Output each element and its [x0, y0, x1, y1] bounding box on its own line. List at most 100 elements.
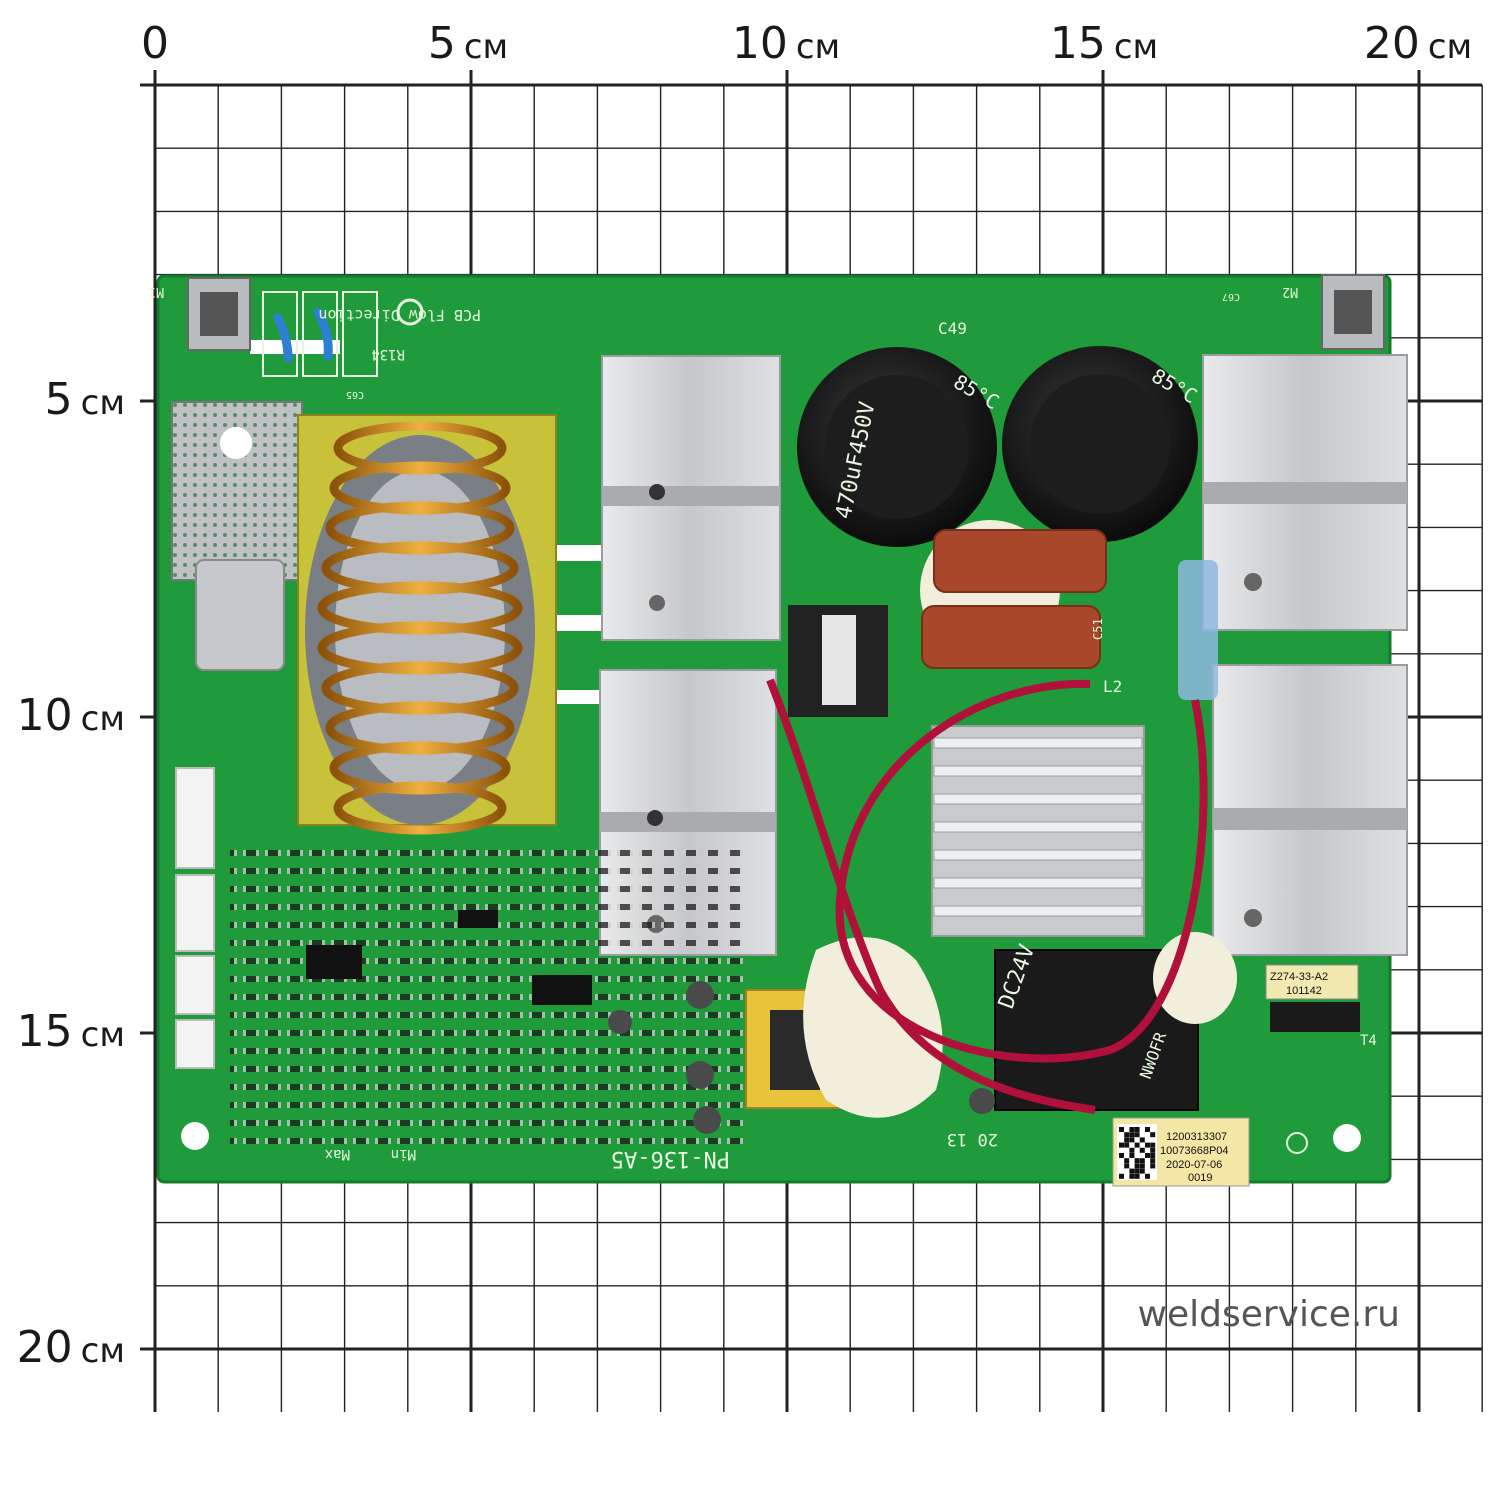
via-ring [396, 298, 424, 326]
small-capacitor [969, 1088, 995, 1114]
heatsink-center-finned [931, 725, 1145, 937]
qr-module [1150, 1153, 1156, 1158]
ic-chip [306, 945, 362, 979]
film-capacitor [933, 529, 1107, 593]
pcb-c67-label: C67 [1222, 291, 1240, 302]
smd-component-field [230, 840, 745, 1150]
ground-terminal-hole [220, 427, 252, 459]
electrolytic-cap-left: 470uF450V 85°C [797, 347, 1003, 547]
ceramic-cap-blue [313, 307, 333, 361]
qr-module [1150, 1142, 1156, 1148]
film-capacitor [921, 605, 1101, 669]
heatsink-fin [933, 877, 1143, 889]
mounting-hole [181, 1122, 209, 1150]
heatsink-fin [933, 765, 1143, 777]
qr-module [1139, 1137, 1145, 1143]
qr-module [1134, 1168, 1140, 1174]
winding-turn [333, 781, 507, 835]
qr-module [1134, 1163, 1140, 1169]
spade-terminal-m1-slot [200, 292, 238, 336]
connector-con1 [175, 955, 215, 1015]
qr-module [1145, 1127, 1150, 1132]
qr-module [1139, 1168, 1145, 1174]
qr-module [1124, 1132, 1130, 1138]
ic-chip [532, 975, 592, 1005]
board-slot [540, 615, 610, 631]
qr-module [1119, 1173, 1124, 1179]
qr-module [1124, 1158, 1130, 1164]
heatsink-fin [933, 793, 1143, 805]
qr-module [1124, 1142, 1130, 1148]
cap-outline [342, 291, 378, 377]
qr-module [1145, 1142, 1150, 1148]
cap-outline [302, 291, 338, 377]
pcb-c65-label: C65 [346, 389, 364, 400]
blue-spade-connector [1178, 560, 1218, 700]
capacitor-row-top-left [262, 291, 378, 377]
qr-module [1134, 1173, 1140, 1179]
part-label-line2: 101142 [1286, 985, 1322, 997]
qr-module [1119, 1142, 1124, 1148]
part-label [1265, 964, 1359, 1000]
pcb-year-mark: 20 13 [947, 1129, 998, 1149]
cap-label-c49: C49 [938, 319, 967, 338]
heatsink-fin [933, 821, 1143, 833]
pcb-board: 470uF450V 85°C 85°C C49 DC24V NWOFR [148, 274, 1408, 1187]
pcb-flow-label: PCB Flow Direction [318, 306, 481, 324]
qr-module [1129, 1168, 1135, 1174]
pcb-m2-label: M2 [1282, 284, 1298, 299]
ground-terminal-clip [195, 559, 285, 671]
pcb-model-label: PN-136-A5 [611, 1146, 730, 1171]
qr-module [1145, 1173, 1150, 1179]
heatsink-right-upper [1202, 354, 1408, 631]
pcb-m1-label: M1 [148, 284, 164, 299]
production-sticker: 1200313307 10073668P04 2020-07-06 0019 [1112, 1117, 1250, 1187]
pcb-min-label: Min [391, 1146, 416, 1162]
pcb-t4-label: T4 [1360, 1033, 1377, 1049]
sticker-line4: 0019 [1188, 1172, 1212, 1184]
glue-blob [1153, 932, 1237, 1024]
top-label-0: 0 [141, 18, 169, 69]
board-slot [540, 545, 610, 561]
ceramic-cap-blue [273, 313, 293, 363]
qr-module [1139, 1158, 1145, 1164]
sticker-line3: 2020-07-06 [1166, 1159, 1222, 1171]
qr-module [1150, 1158, 1156, 1164]
qr-module [1129, 1127, 1135, 1132]
heatsink-right-lower [1212, 664, 1408, 956]
sticker-line2: 10073668P04 [1160, 1145, 1229, 1157]
pcb-max-label: Max [325, 1146, 350, 1162]
qr-module [1134, 1142, 1140, 1148]
mounting-hole [1333, 1124, 1361, 1152]
connector-t4 [1270, 1002, 1360, 1032]
qr-module [1129, 1147, 1135, 1153]
pcb-r134-label: R134 [371, 346, 405, 362]
spade-terminal-m2-slot [1334, 290, 1372, 334]
qr-module [1124, 1137, 1130, 1143]
board-slot [540, 690, 610, 704]
qr-module [1119, 1153, 1124, 1158]
qr-module [1129, 1173, 1135, 1179]
connector-con2 [175, 874, 215, 952]
connector-con4 [175, 1019, 215, 1069]
via-ring [1286, 1132, 1308, 1154]
inductor-label [822, 615, 856, 705]
heatsink-left-upper [601, 355, 781, 641]
board-slot [250, 340, 340, 354]
qr-module [1139, 1163, 1145, 1169]
qr-module [1129, 1153, 1135, 1158]
heatsink-fin [933, 849, 1143, 861]
qr-module [1129, 1137, 1135, 1143]
pcb-c51-label: C51 [1091, 618, 1105, 640]
small-capacitor [693, 1106, 721, 1134]
qr-module [1134, 1132, 1140, 1138]
heatsink-fin [933, 905, 1143, 917]
part-label-line1: Z274-33-A2 [1270, 971, 1328, 983]
